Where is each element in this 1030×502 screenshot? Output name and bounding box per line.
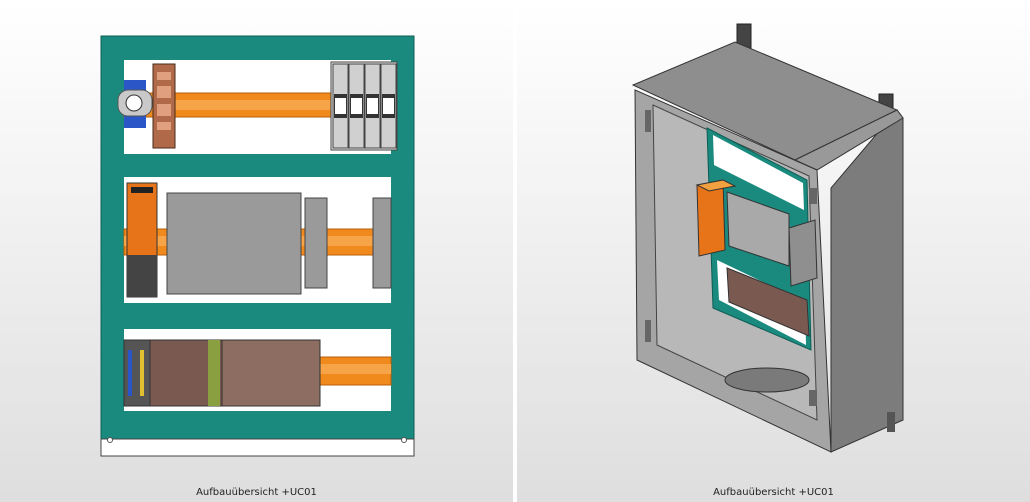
power-supply-top <box>695 179 737 192</box>
view-divider <box>513 0 517 502</box>
latch-top <box>809 188 817 204</box>
upper-din-rail-highlight <box>124 100 341 110</box>
isometric-drawing <box>631 23 904 453</box>
power-supply-3d <box>696 179 726 257</box>
mount-bracket-bottom <box>887 412 895 432</box>
upper-device-detail-4 <box>157 122 171 130</box>
upper-device-detail-1 <box>157 72 171 80</box>
right-view-caption: Aufbauübersicht +UC01 <box>713 487 834 498</box>
isometric-view[interactable]: Aufbauübersicht +UC01 <box>517 0 1030 502</box>
upper-device-detail-3 <box>157 104 171 116</box>
front-layout-drawing <box>100 35 415 457</box>
power-supply-base <box>127 255 157 297</box>
gray-end-block-1 <box>304 197 328 289</box>
hinge-top <box>645 110 651 132</box>
front-layout-view[interactable]: Aufbauübersicht +UC01 <box>0 0 513 502</box>
plate-window-top <box>713 135 804 210</box>
cable-entry-opening <box>724 367 810 393</box>
gray-device-box <box>166 192 302 295</box>
power-supply-label <box>131 187 153 193</box>
switch-knob <box>125 94 143 112</box>
terminal-blocks <box>123 339 321 407</box>
bottom-strip <box>100 438 415 457</box>
gray-end-block-2 <box>372 197 392 289</box>
upper-device-detail-2 <box>157 86 171 98</box>
circuit-breakers <box>330 61 398 151</box>
terminal-blocks-3d <box>726 267 810 337</box>
screw-right <box>401 437 407 443</box>
left-view-caption: Aufbauübersicht +UC01 <box>196 487 317 498</box>
hinge-bottom <box>645 320 651 342</box>
screw-left <box>107 437 113 443</box>
latch-bottom <box>809 390 817 406</box>
gray-box-3d <box>726 191 790 267</box>
gray-block-3d <box>788 219 818 287</box>
enclosure-right-side <box>830 109 904 453</box>
